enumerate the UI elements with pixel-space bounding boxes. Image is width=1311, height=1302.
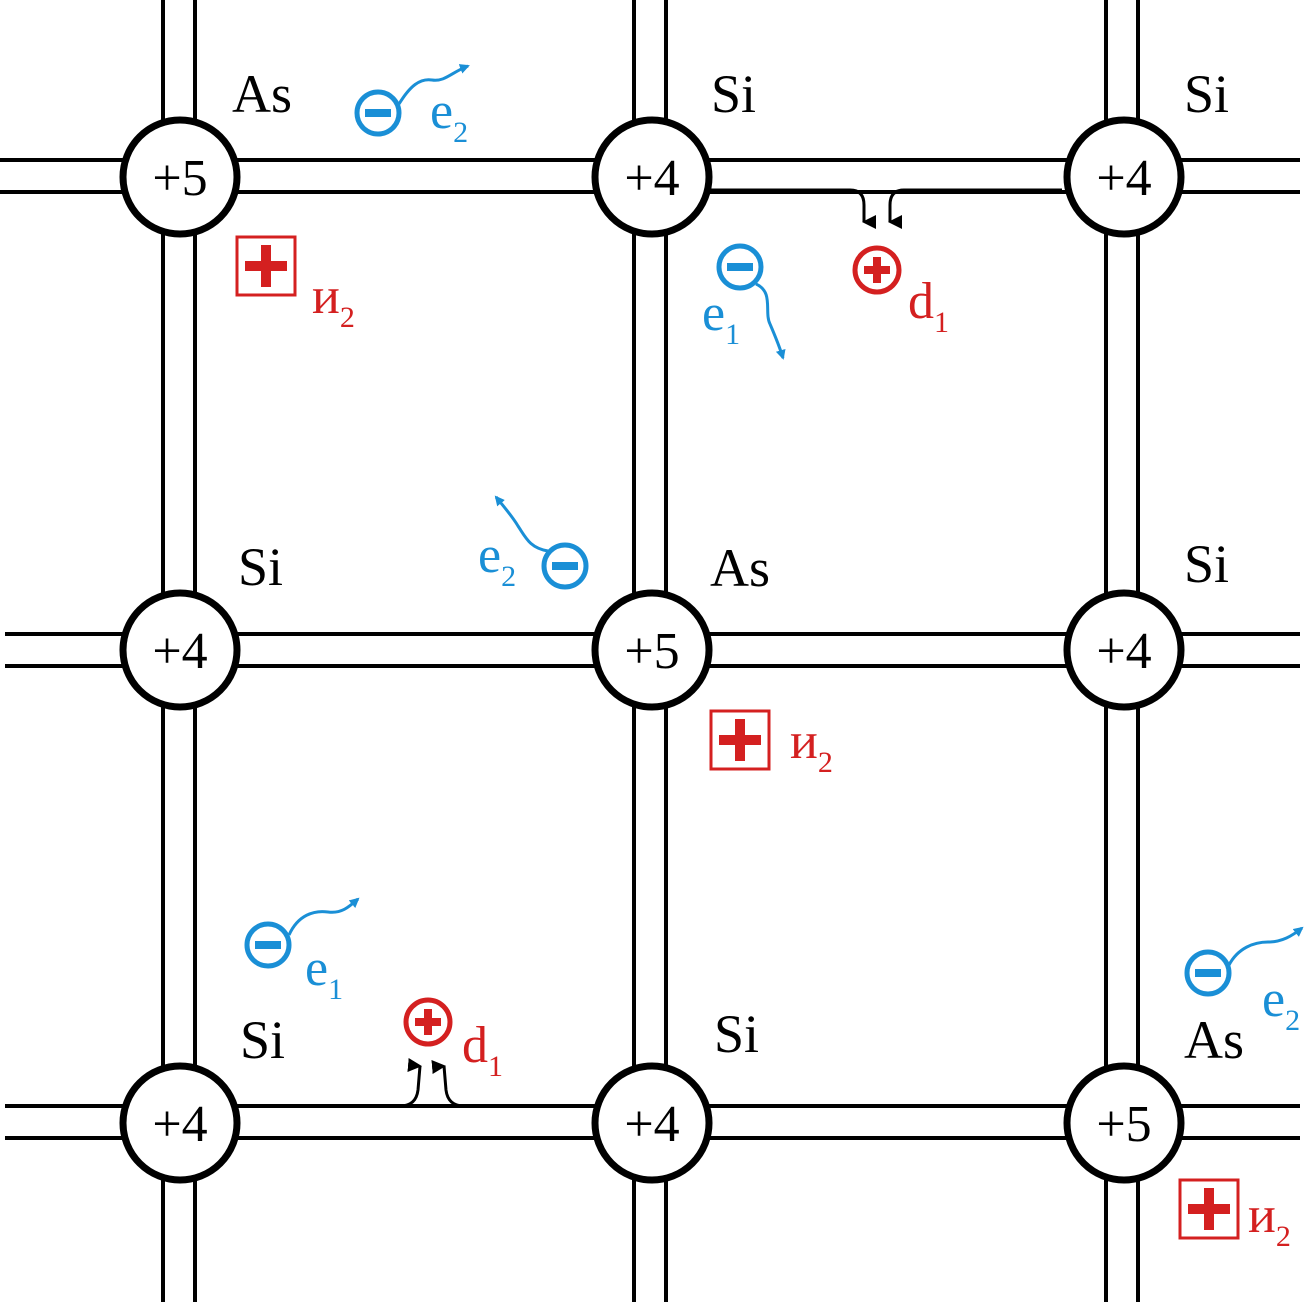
electron-label: e xyxy=(305,940,328,997)
atom-symbol: Si xyxy=(1184,64,1229,124)
svg-text:d1: d1 xyxy=(462,1017,503,1083)
atom-arsenic: +5 As xyxy=(591,538,770,711)
svg-text:e2: e2 xyxy=(478,527,516,593)
ion-i2: и2 xyxy=(1178,1178,1291,1253)
svg-text:и2: и2 xyxy=(1248,1187,1291,1253)
electron-label: e xyxy=(702,285,725,342)
ions: и2 и2 и2 xyxy=(235,235,1291,1253)
electron-subscript: 1 xyxy=(725,318,740,351)
atom-silicon: +4 Si xyxy=(119,1010,285,1184)
holes: d1 d1 xyxy=(240,188,1062,1108)
electron-label: e xyxy=(430,83,453,140)
atom-silicon: +4 Si xyxy=(119,537,283,711)
ion-i2: и2 xyxy=(235,235,355,334)
hole-d1: d1 xyxy=(240,997,594,1108)
atom-arsenic: +5 As xyxy=(119,64,292,238)
electron-subscript: 2 xyxy=(1285,1004,1300,1037)
free-electrons: e2 e1 e2 e1 e2 xyxy=(244,64,1304,1037)
atom-charge: +4 xyxy=(624,150,679,207)
electron-e2: e2 xyxy=(1184,926,1304,1037)
ion-label: и xyxy=(790,713,818,770)
svg-text:e2: e2 xyxy=(430,83,468,149)
electron-subscript: 2 xyxy=(501,560,516,593)
atom-charge: +5 xyxy=(1096,1096,1151,1153)
electron-label: e xyxy=(478,527,501,584)
atom-symbol: As xyxy=(1184,1010,1244,1070)
atom-charge: +4 xyxy=(1096,150,1151,207)
svg-text:и2: и2 xyxy=(312,268,355,334)
svg-text:d1: d1 xyxy=(908,273,949,339)
hole-label: d xyxy=(462,1017,488,1074)
electron-e1: e1 xyxy=(702,243,786,360)
hole-subscript: 1 xyxy=(488,1050,503,1083)
ion-label: и xyxy=(312,268,340,325)
ion-subscript: 2 xyxy=(340,301,355,334)
hole-subscript: 1 xyxy=(934,306,949,339)
atom-charge: +5 xyxy=(152,150,207,207)
atom-arsenic: +5 As xyxy=(1063,1010,1244,1184)
atom-symbol: Si xyxy=(714,1004,759,1064)
atom-symbol: Si xyxy=(1184,534,1229,594)
atom-silicon: +4 Si xyxy=(1063,64,1229,238)
svg-text:e2: e2 xyxy=(1262,971,1300,1037)
atom-symbol: As xyxy=(710,538,770,598)
electron-e2: e2 xyxy=(354,64,470,149)
atom-symbol: Si xyxy=(711,64,756,124)
atom-symbol: Si xyxy=(240,1010,285,1070)
svg-text:e1: e1 xyxy=(702,285,740,351)
electron-e1: e1 xyxy=(244,897,360,1006)
atom-symbol: Si xyxy=(238,537,283,597)
svg-text:и2: и2 xyxy=(790,713,833,779)
atoms: +5 As +4 Si +4 Si +4 Si +5 As +4 Si xyxy=(119,64,1244,1184)
electron-subscript: 2 xyxy=(453,116,468,149)
atom-charge: +4 xyxy=(152,1096,207,1153)
atom-silicon: +4 Si xyxy=(591,64,756,238)
atom-charge: +4 xyxy=(1096,623,1151,680)
hole-label: d xyxy=(908,273,934,330)
atom-charge: +4 xyxy=(152,623,207,680)
electron-e2: e2 xyxy=(478,495,589,593)
ion-subscript: 2 xyxy=(818,746,833,779)
electron-subscript: 1 xyxy=(328,973,343,1006)
atom-silicon: +4 Si xyxy=(591,1004,759,1184)
atom-charge: +4 xyxy=(624,1096,679,1153)
ion-subscript: 2 xyxy=(1276,1220,1291,1253)
electron-label: e xyxy=(1262,971,1285,1028)
atom-symbol: As xyxy=(232,64,292,124)
atom-charge: +5 xyxy=(624,623,679,680)
ion-i2: и2 xyxy=(709,709,833,779)
atom-silicon: +4 Si xyxy=(1063,534,1229,711)
hole-d1: d1 xyxy=(710,188,1062,339)
ion-label: и xyxy=(1248,1187,1276,1244)
svg-text:e1: e1 xyxy=(305,940,343,1006)
